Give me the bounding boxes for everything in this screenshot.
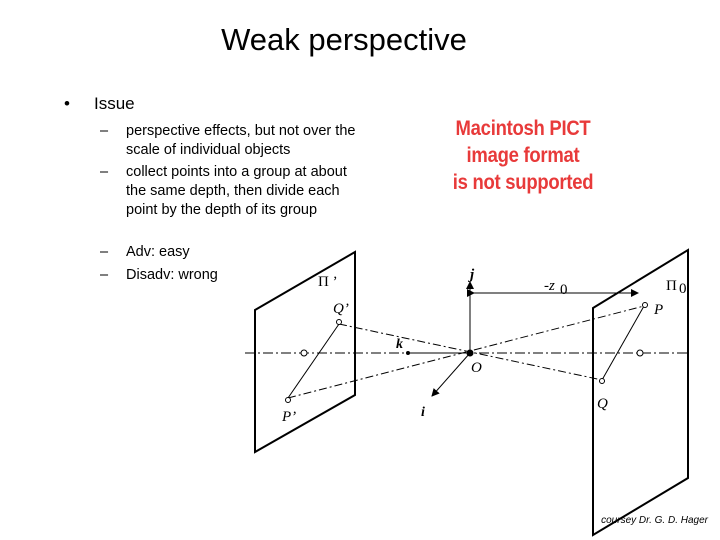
- image-line: [287, 323, 340, 399]
- subitem-text: perspective effects, but not over the sc…: [126, 123, 356, 158]
- label-pi0-sub: 0: [679, 281, 687, 297]
- placeholder-line: image format: [466, 144, 580, 167]
- point-p: [642, 302, 648, 308]
- label-pi0: Π: [666, 278, 677, 294]
- label-j: j: [468, 267, 475, 283]
- subitem-dash: –: [100, 267, 109, 283]
- subitem-dash: –: [100, 164, 109, 180]
- label-k: k: [396, 337, 403, 352]
- reference-plane: [592, 248, 689, 537]
- label-p: P: [653, 302, 663, 318]
- label-q: Q: [597, 396, 608, 412]
- origin-point: [466, 349, 474, 357]
- label-q-prime: Q’: [333, 301, 349, 317]
- subitem-dash: –: [100, 244, 109, 260]
- label-i: i: [421, 405, 425, 420]
- point-image-center: [300, 349, 308, 357]
- credit-text: coursey Dr. G. D. Hager: [601, 515, 708, 526]
- point-plane-center: [636, 349, 644, 357]
- bullet-text: Issue: [94, 94, 135, 113]
- unsupported-image-placeholder: Macintosh PICT image format is not suppo…: [450, 115, 596, 196]
- placeholder-line: Macintosh PICT: [455, 117, 591, 140]
- image-plane: [254, 250, 356, 454]
- subitem-text: Disadv: wrong: [126, 267, 218, 283]
- slide-title: Weak perspective: [221, 22, 467, 57]
- object-line: [601, 305, 645, 381]
- placeholder-line: is not supported: [452, 171, 594, 194]
- label-z0: -z: [544, 278, 555, 294]
- subitem-text: collect points into a group at about the…: [126, 164, 347, 218]
- label-z0-sub: 0: [560, 282, 568, 298]
- k-point: [406, 351, 410, 355]
- bullet-symbol: •: [64, 94, 70, 113]
- i-axis: [431, 352, 471, 397]
- label-o: O: [471, 360, 482, 376]
- subitem-text: Adv: easy: [126, 244, 190, 260]
- point-q-prime: [336, 319, 342, 325]
- subitem-dash: –: [100, 123, 109, 139]
- point-q: [599, 378, 605, 384]
- label-p-prime: P’: [281, 409, 296, 425]
- projection-line-p: [287, 305, 645, 399]
- label-pi-prime: Π ’: [318, 274, 338, 290]
- point-p-prime: [285, 397, 291, 403]
